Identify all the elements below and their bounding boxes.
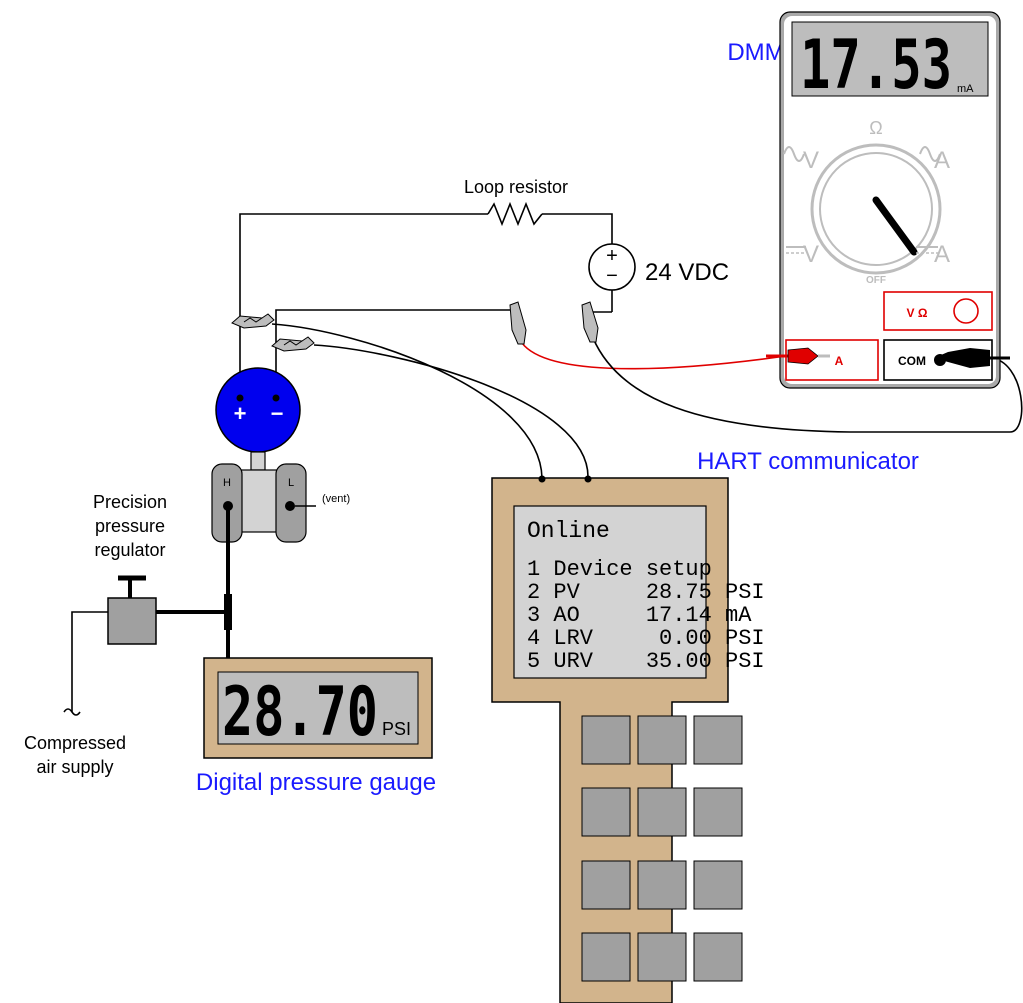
dmm-vohm-jack[interactable]: V Ω: [883, 291, 993, 331]
hart-menu-item-4[interactable]: 4 LRV 0.00 PSI: [527, 626, 765, 651]
hart-key[interactable]: [637, 715, 687, 765]
dmm-reading: 17.53: [800, 26, 952, 105]
dmm-red-lead-clip[interactable]: [509, 301, 527, 345]
amps-jack-label: A: [835, 354, 844, 368]
dial-dc-amps-label: A: [934, 241, 950, 268]
hart-key[interactable]: [581, 932, 631, 982]
loop-resistor: [487, 201, 543, 227]
hart-keypad: [581, 715, 743, 982]
transmitter-housing: [215, 367, 301, 453]
loop-resistor-label: Loop resistor: [464, 177, 568, 197]
alligator-clip-plus[interactable]: [231, 313, 275, 329]
com-jack-label: COM: [898, 354, 926, 368]
dmm-display: [791, 21, 989, 97]
hart-title: HART communicator: [697, 448, 919, 475]
dial-off-label: OFF: [866, 275, 886, 286]
dmm-selector-dial[interactable]: [810, 143, 942, 275]
hart-key[interactable]: [581, 860, 631, 910]
ac-wave-icon: [919, 146, 941, 162]
ac-wave-icon: [783, 146, 805, 162]
supply-label-line1: Compressed: [24, 733, 126, 753]
dmm-title: DMM: [727, 39, 784, 66]
source-voltage-label: 24 VDC: [645, 259, 729, 286]
pressure-transmitter: + − H L: [211, 367, 316, 543]
black-test-lead-plug[interactable]: [934, 348, 1010, 368]
hart-key[interactable]: [581, 715, 631, 765]
dmm-black-lead-clip[interactable]: [581, 301, 599, 343]
gauge-reading: 28.70: [222, 673, 378, 752]
hart-key[interactable]: [693, 860, 743, 910]
transmitter-minus-terminal[interactable]: −: [271, 401, 284, 426]
low-port-label: L: [288, 477, 294, 489]
gauge-title: Digital pressure gauge: [196, 769, 436, 796]
hart-menu-item-1[interactable]: 1 Device setup: [527, 557, 712, 582]
supply-label-line2: air supply: [36, 757, 113, 777]
dc-voltage-source: + −: [588, 243, 636, 291]
vent-label: (vent): [322, 493, 350, 505]
transmitter-plus-terminal[interactable]: +: [234, 401, 247, 426]
hart-key[interactable]: [581, 787, 631, 837]
hart-key[interactable]: [637, 787, 687, 837]
dial-dc-volts-label: V: [803, 241, 819, 268]
regulator-label-line2: pressure: [95, 516, 165, 536]
hart-key[interactable]: [637, 860, 687, 910]
gauge-unit: PSI: [382, 719, 411, 739]
dial-pointer: [872, 196, 918, 256]
red-test-lead-plug[interactable]: [766, 347, 830, 365]
hart-menu-item-5[interactable]: 5 URV 35.00 PSI: [527, 649, 765, 674]
dial-ohm-label: Ω: [869, 118, 882, 138]
hart-communicator: Online 1 Device setup 2 PV 28.75 PSI 3 A…: [491, 475, 765, 1003]
hart-screen: [513, 505, 707, 679]
hart-key[interactable]: [637, 932, 687, 982]
dmm-amps-jack[interactable]: A: [785, 339, 879, 381]
alligator-clip-minus[interactable]: [271, 336, 315, 352]
digital-pressure-gauge: 28.70 PSI: [203, 657, 433, 759]
high-port-label: H: [223, 477, 231, 489]
regulator-label-line1: Precision: [93, 492, 167, 512]
source-plus-sign: +: [606, 245, 618, 267]
hart-screen-header: Online: [527, 518, 610, 544]
hart-key[interactable]: [693, 715, 743, 765]
vohm-jack-label: V Ω: [907, 306, 928, 320]
hart-menu-item-2[interactable]: 2 PV 28.75 PSI: [527, 580, 765, 605]
hart-menu-item-3[interactable]: 3 AO 17.14 mA: [527, 603, 752, 628]
hart-key[interactable]: [693, 787, 743, 837]
pressure-regulator[interactable]: [107, 575, 157, 645]
source-minus-sign: −: [606, 265, 618, 287]
dial-ac-amps-label: A: [934, 147, 950, 174]
pneumatic-tubing: [63, 506, 232, 716]
digital-multimeter: 17.53 mA Ω V A V A OFF V Ω A: [766, 11, 1010, 389]
dial-ac-volts-label: V: [803, 147, 819, 174]
hart-key[interactable]: [693, 932, 743, 982]
dmm-unit: mA: [957, 83, 974, 95]
regulator-label-line3: regulator: [94, 540, 165, 560]
